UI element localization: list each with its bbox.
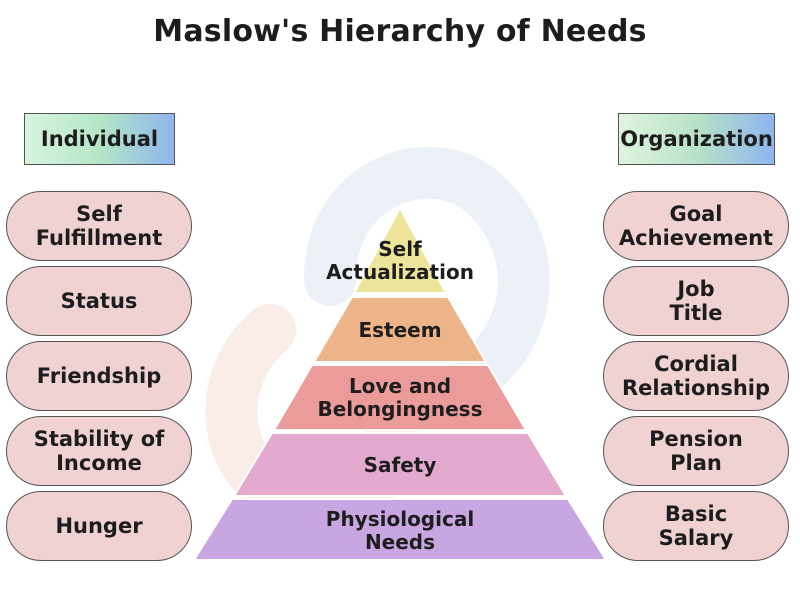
individual-pill-friendship: Friendship: [6, 341, 192, 411]
tier-label-love-belongingness: Love and Belongingness: [317, 374, 483, 421]
organization-pill-label: Basic Salary: [658, 502, 734, 550]
organization-pill-cordial-relationship: Cordial Relationship: [603, 341, 789, 411]
tier-label-esteem: Esteem: [358, 317, 442, 342]
organization-header-label: Organization: [620, 127, 773, 151]
organization-pill-label: Pension Plan: [649, 427, 743, 475]
individual-header-label: Individual: [40, 127, 159, 151]
tier-label-physiological-needs: Physiological Needs: [325, 507, 475, 554]
organization-header: Organization: [618, 113, 775, 165]
organization-pill-goal-achievement: Goal Achievement: [603, 191, 789, 261]
individual-pill-label: Friendship: [36, 364, 162, 388]
organization-pill-pension-plan: Pension Plan: [603, 416, 789, 486]
individual-pill-stability-of-income: Stability of Income: [6, 416, 192, 486]
individual-pill-status: Status: [6, 266, 192, 336]
individual-pill-label: Stability of Income: [33, 427, 165, 475]
organization-pill-job-title: Job Title: [603, 266, 789, 336]
pyramid-tier-physiological: [192, 498, 608, 561]
individual-pill-label: Hunger: [55, 514, 143, 538]
tier-label-safety: Safety: [363, 452, 437, 477]
pyramid-tier-self-actualization: [352, 205, 448, 294]
pyramid-tier-safety: [232, 432, 568, 497]
individual-header: Individual: [24, 113, 175, 165]
individual-pill-hunger: Hunger: [6, 491, 192, 561]
organization-pill-label: Cordial Relationship: [621, 352, 771, 400]
diagram-title: Maslow's Hierarchy of Needs: [153, 14, 647, 49]
individual-pill-label: Self Fulfillment: [35, 202, 163, 250]
individual-pill-self-fulfillment: Self Fulfillment: [6, 191, 192, 261]
individual-pill-label: Status: [60, 289, 138, 313]
organization-pill-basic-salary: Basic Salary: [603, 491, 789, 561]
organization-pill-label: Goal Achievement: [618, 202, 774, 250]
organization-pill-label: Job Title: [669, 277, 723, 325]
tier-label-self-actualization: Self Actualization: [326, 237, 474, 284]
pyramid-tier-esteem: [312, 296, 488, 363]
pyramid-tier-love: [272, 364, 528, 431]
